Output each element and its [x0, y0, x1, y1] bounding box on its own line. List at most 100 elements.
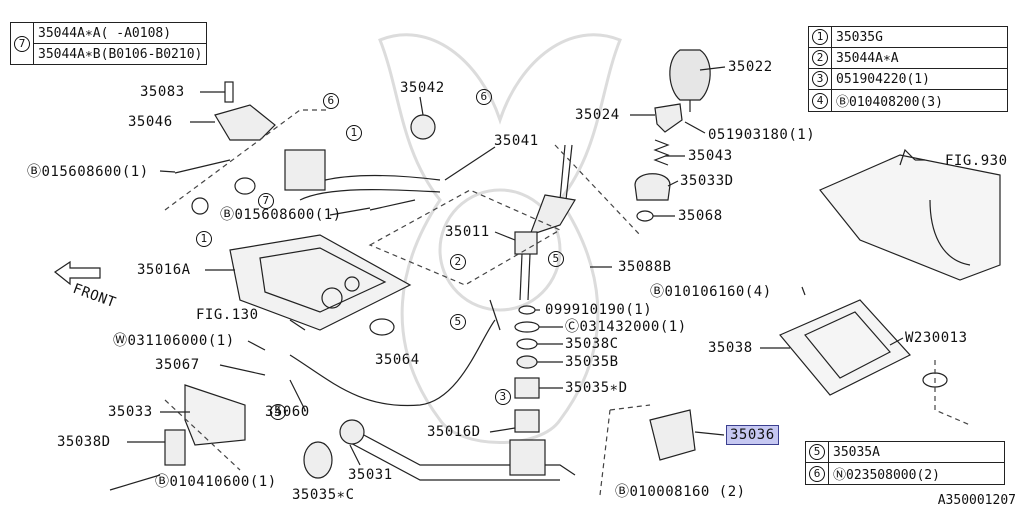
watermark-emblem	[378, 33, 622, 444]
bracket-35046	[214, 104, 276, 141]
label-35038[interactable]: 35038	[708, 340, 753, 356]
callout-1: 1	[346, 124, 362, 141]
callout-6: 6	[476, 88, 492, 105]
label-35035c[interactable]: 35035∗C	[292, 487, 355, 503]
ref-number: 5	[809, 444, 825, 460]
part-099910190	[518, 305, 536, 315]
label-b010410600[interactable]: Ⓑ010410600(1)	[155, 474, 277, 490]
label-fig930[interactable]: FIG.930	[945, 153, 1008, 169]
boot-35038	[779, 299, 911, 396]
callout-5: 5	[548, 250, 564, 267]
label-fig130[interactable]: FIG.130	[196, 307, 259, 323]
clip-031432000	[514, 321, 540, 333]
label-35068[interactable]: 35068	[678, 208, 723, 224]
ref-part: 35044A∗A	[831, 47, 1008, 69]
washer-35038c	[516, 338, 538, 350]
label-099910190[interactable]: 099910190(1)	[545, 302, 653, 318]
cable-end	[489, 299, 501, 331]
image-reference-code: A350001207	[937, 493, 1016, 508]
label-35016d[interactable]: 35016D	[427, 424, 481, 440]
callout-5: 5	[450, 313, 466, 330]
callout-3: 3	[495, 388, 511, 405]
label-051903180[interactable]: 051903180(1)	[708, 127, 816, 143]
label-35083[interactable]: 35083	[140, 84, 185, 100]
label-35035d[interactable]: 35035∗D	[565, 380, 628, 396]
label-35033[interactable]: 35033	[108, 404, 153, 420]
washer-left	[191, 197, 209, 215]
rod-35031	[339, 419, 576, 481]
variant-table: 7 35044A∗A( -A0108) 35044A∗B(B0106-B0210…	[10, 22, 208, 65]
label-35041[interactable]: 35041	[494, 133, 539, 149]
callout-6: 6	[323, 92, 339, 109]
label-35036[interactable]: 35036	[726, 425, 779, 445]
variant-ref: 7	[10, 22, 34, 65]
label-35038d[interactable]: 35038D	[57, 434, 111, 450]
console-fig930	[819, 148, 1001, 281]
bushing-35035b	[516, 355, 538, 369]
bolt-bottom	[109, 474, 161, 491]
ref-part: 35035A	[828, 441, 1005, 463]
front-arrow	[53, 260, 101, 286]
label-b010106160[interactable]: Ⓑ010106160(4)	[650, 284, 772, 300]
label-w031106000[interactable]: Ⓦ031106000(1)	[113, 333, 235, 349]
label-35042[interactable]: 35042	[400, 80, 445, 96]
ref-number: 2	[812, 50, 828, 66]
ref-part: 35035G	[831, 26, 1008, 48]
bushing-35033d	[634, 173, 671, 201]
variant-row: 35044A∗B(B0106-B0210)	[32, 43, 208, 65]
ref-part: 051904220(1)	[831, 68, 1008, 90]
label-35046[interactable]: 35046	[128, 114, 173, 130]
callout-4: 4	[270, 403, 286, 420]
plate-35016a	[229, 234, 412, 331]
pin-35083	[224, 81, 234, 103]
bushing-35035d	[514, 377, 540, 399]
label-35035b[interactable]: 35035B	[565, 354, 619, 370]
cable-35060	[289, 319, 496, 407]
shift-lever	[514, 144, 576, 301]
bracket-35033	[184, 384, 246, 446]
ref-part: Ⓑ010408200(3)	[831, 89, 1008, 112]
label-c031432000[interactable]: Ⓒ031432000(1)	[565, 319, 687, 335]
callout-2: 2	[450, 253, 466, 270]
label-35064[interactable]: 35064	[375, 352, 420, 368]
ref-number: 6	[809, 465, 825, 482]
label-b015608600-mid[interactable]: Ⓑ015608600(1)	[220, 207, 342, 223]
label-35022[interactable]: 35022	[728, 59, 773, 75]
label-35033d[interactable]: 35033D	[680, 173, 734, 189]
label-35011[interactable]: 35011	[445, 224, 490, 240]
linkage-35041	[284, 114, 441, 201]
bracket-35038d	[164, 429, 186, 466]
bracket-35036	[649, 409, 696, 461]
label-b010008160[interactable]: Ⓑ010008160 (2)	[615, 484, 746, 500]
ref-number: 3	[812, 71, 828, 87]
shift-knob	[669, 49, 711, 112]
label-35038c[interactable]: 35038C	[565, 336, 619, 352]
label-35031[interactable]: 35031	[348, 467, 393, 483]
bushing-35035c	[303, 441, 333, 479]
label-35016a[interactable]: 35016A	[137, 262, 191, 278]
label-35024[interactable]: 35024	[575, 107, 620, 123]
label-35067[interactable]: 35067	[155, 357, 200, 373]
spring	[653, 139, 670, 166]
ref-number: 4	[812, 92, 828, 109]
variant-row: 35044A∗A( -A0108)	[32, 22, 208, 44]
bushing-left	[234, 177, 256, 195]
highlighted-part-35036[interactable]: 35036	[726, 425, 779, 445]
ref-number: 1	[812, 29, 828, 45]
label-b015608600-left[interactable]: Ⓑ015608600(1)	[27, 164, 149, 180]
bolt-left	[174, 159, 231, 174]
ref-part: Ⓝ023508000(2)	[828, 462, 1005, 485]
callout-1: 1	[196, 230, 212, 247]
washer-35068	[636, 210, 654, 222]
retainer	[654, 103, 683, 133]
label-w230013[interactable]: W230013	[905, 330, 968, 346]
bolt-mid	[369, 199, 416, 211]
part-35016d	[514, 409, 540, 433]
label-35043[interactable]: 35043	[688, 148, 733, 164]
callout-7: 7	[258, 192, 274, 209]
label-35088b[interactable]: 35088B	[618, 259, 672, 275]
clamp-35064	[369, 318, 395, 336]
